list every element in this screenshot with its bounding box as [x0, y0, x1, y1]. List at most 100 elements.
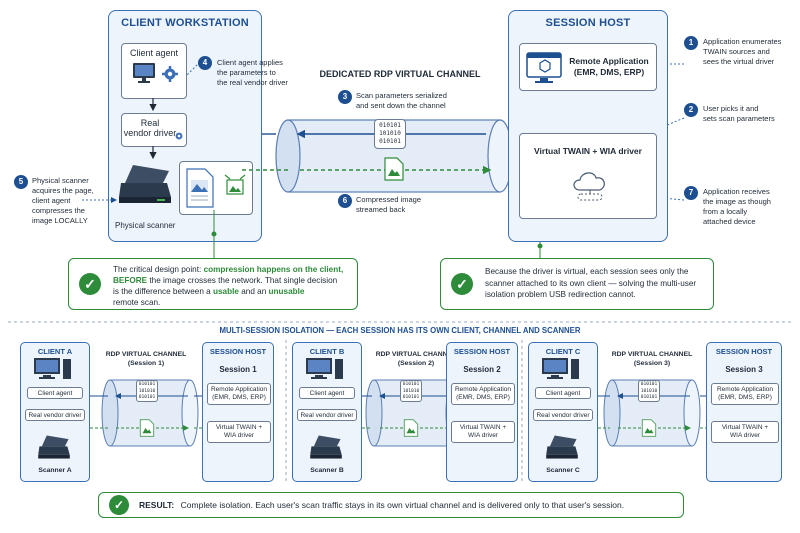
isolation-callout-text: Because the driver is virtual, each sess… — [485, 267, 697, 299]
client-a-panel: CLIENT A Client agent Real vendor driver… — [20, 342, 90, 482]
session-1-label: Session 1 — [219, 365, 257, 374]
step-4-badge: 4 — [198, 56, 212, 70]
client-agent-card: Client agent — [121, 43, 187, 99]
channel-3-binary: 010101 101010 010101 — [638, 380, 660, 402]
channel-2-image-icon — [403, 419, 419, 437]
channel-1-image-icon — [139, 419, 155, 437]
host-1-panel: SESSION HOST Session 1 Remote Applicatio… — [202, 342, 274, 482]
host-3-twain: Virtual TWAIN + WIA driver — [711, 421, 779, 443]
client-b-title: CLIENT B — [309, 347, 345, 356]
remote-app-label: Remote Application (EMR, DMS, ERP) — [569, 56, 649, 77]
gear-icon — [162, 66, 178, 82]
scanner-c-label: Scanner C — [546, 467, 580, 474]
callout-text-4: the image crosses the network. That sing… — [147, 276, 338, 285]
check-icon: ✓ — [451, 273, 473, 295]
client-a-driver: Real vendor driver — [25, 409, 85, 421]
scanner-icon — [38, 435, 70, 459]
client-b-driver: Real vendor driver — [297, 409, 357, 421]
step-6-text: Compressed image streamed back — [356, 195, 422, 214]
host-2-title: SESSION HOST — [453, 347, 511, 356]
check-icon: ✓ — [79, 273, 101, 295]
callout-text-5: is the difference between a — [113, 287, 213, 296]
scanner-label: Physical scanner — [115, 221, 176, 230]
vendor-driver-card: Real vendor driver — [121, 113, 187, 147]
gear-small-icon — [175, 132, 183, 140]
remote-app-card: Remote Application (EMR, DMS, ERP) — [519, 43, 657, 91]
callout-text-8: unusable — [268, 287, 305, 296]
result-label: RESULT: — [139, 500, 175, 510]
client-a-title: CLIENT A — [37, 347, 73, 356]
client-c-panel: CLIENT C Client agent Real vendor driver… — [528, 342, 598, 482]
session-2-label: Session 2 — [463, 365, 501, 374]
channel-title: DEDICATED RDP VIRTUAL CHANNEL — [319, 69, 481, 79]
image-document-icon — [186, 168, 214, 208]
client-c-driver: Real vendor driver — [533, 409, 593, 421]
host-2-panel: SESSION HOST Session 2 Remote Applicatio… — [446, 342, 518, 482]
host-3-panel: SESSION HOST Session 3 Remote Applicatio… — [706, 342, 782, 482]
step-4-text: Client agent applies the parameters to t… — [217, 58, 288, 87]
step-1-badge: 1 — [684, 36, 698, 50]
scanner-icon — [310, 435, 342, 459]
cloud-icon — [573, 172, 605, 201]
multi-session-title: MULTI-SESSION ISOLATION — EACH SESSION H… — [219, 326, 581, 335]
step-7-text: Application receives the image as though… — [703, 187, 771, 226]
client-workstation-title: CLIENT WORKSTATION — [121, 17, 249, 29]
step-7-badge: 7 — [684, 186, 698, 200]
virtual-twain-card: Virtual TWAIN + WIA driver — [519, 133, 657, 219]
callout-text-7: and an — [238, 287, 269, 296]
channel-3-label: RDP VIRTUAL CHANNEL (Session 3) — [611, 351, 693, 367]
design-point-callout: ✓ The critical design point: compression… — [68, 258, 358, 310]
host-1-title: SESSION HOST — [209, 347, 267, 356]
callout-text-2: compression happens on the client, — [203, 265, 344, 274]
scanner-a-label: Scanner A — [38, 467, 72, 474]
scanner-icon — [546, 435, 578, 459]
scanner-icon — [119, 165, 171, 203]
host-1-app: Remote Application (EMR, DMS, ERP) — [207, 383, 271, 405]
session-host-title: SESSION HOST — [545, 17, 631, 29]
host-3-title: SESSION HOST — [715, 347, 773, 356]
application-window-icon — [526, 52, 562, 83]
channel-2-binary: 010101 101010 010101 — [400, 380, 422, 402]
result-check-icon: ✓ — [109, 495, 129, 515]
desktop-icon — [306, 358, 343, 379]
step-2-text: User picks it and sets scan parameters — [703, 104, 775, 123]
desktop-icon — [542, 358, 579, 379]
host-2-twain: Virtual TWAIN + WIA driver — [451, 421, 515, 443]
session-3-label: Session 3 — [725, 365, 763, 374]
callout-text-1: The critical design point: — [113, 265, 204, 274]
isolation-callout: ✓ Because the driver is virtual, each se… — [440, 258, 714, 310]
step-5-text: Physical scanner acquires the page, clie… — [32, 176, 94, 225]
result-text: Complete isolation. Each user's scan tra… — [180, 500, 625, 510]
callout-text-9: remote scan. — [113, 298, 161, 307]
monitor-icon — [133, 63, 155, 83]
client-agent-label: Client agent — [129, 48, 179, 58]
host-2-app: Remote Application (EMR, DMS, ERP) — [451, 383, 515, 405]
step-3-text: Scan parameters serialized and sent down… — [356, 91, 447, 110]
client-b-agent: Client agent — [299, 387, 355, 399]
channel-2-label: RDP VIRTUAL CHANNEL (Session 2) — [375, 351, 457, 367]
binary-packet: 010101 101010 010101 — [374, 119, 406, 149]
virtual-twain-label: Virtual TWAIN + WIA driver — [534, 146, 642, 156]
result-banner: ✓ RESULT: Complete isolation. Each user'… — [98, 492, 684, 518]
step-5-badge: 5 — [14, 175, 28, 189]
client-c-agent: Client agent — [535, 387, 591, 399]
host-1-twain: Virtual TWAIN + WIA driver — [207, 421, 271, 443]
scanner-b-label: Scanner B — [310, 467, 344, 474]
step-1-text: Application enumerates TWAIN sources and… — [703, 37, 782, 66]
channel-1-label: RDP VIRTUAL CHANNEL (Session 1) — [105, 351, 187, 367]
client-c-title: CLIENT C — [545, 347, 581, 356]
step-2-badge: 2 — [684, 103, 698, 117]
client-a-agent: Client agent — [27, 387, 83, 399]
channel-1-binary: 010101 101010 010101 — [136, 380, 158, 402]
callout-text-3: BEFORE — [113, 276, 148, 285]
step-3-badge: 3 — [338, 90, 352, 104]
session-host-panel: SESSION HOST Remote Application (EMR, DM… — [508, 10, 668, 242]
compress-icon — [224, 174, 246, 195]
compressed-image-icon — [384, 157, 404, 181]
vendor-driver-label: Real vendor driver — [123, 118, 177, 138]
host-3-app: Remote Application (EMR, DMS, ERP) — [711, 383, 779, 405]
client-workstation-panel: CLIENT WORKSTATION Client agent Real ven… — [108, 10, 262, 242]
step-6-badge: 6 — [338, 194, 352, 208]
